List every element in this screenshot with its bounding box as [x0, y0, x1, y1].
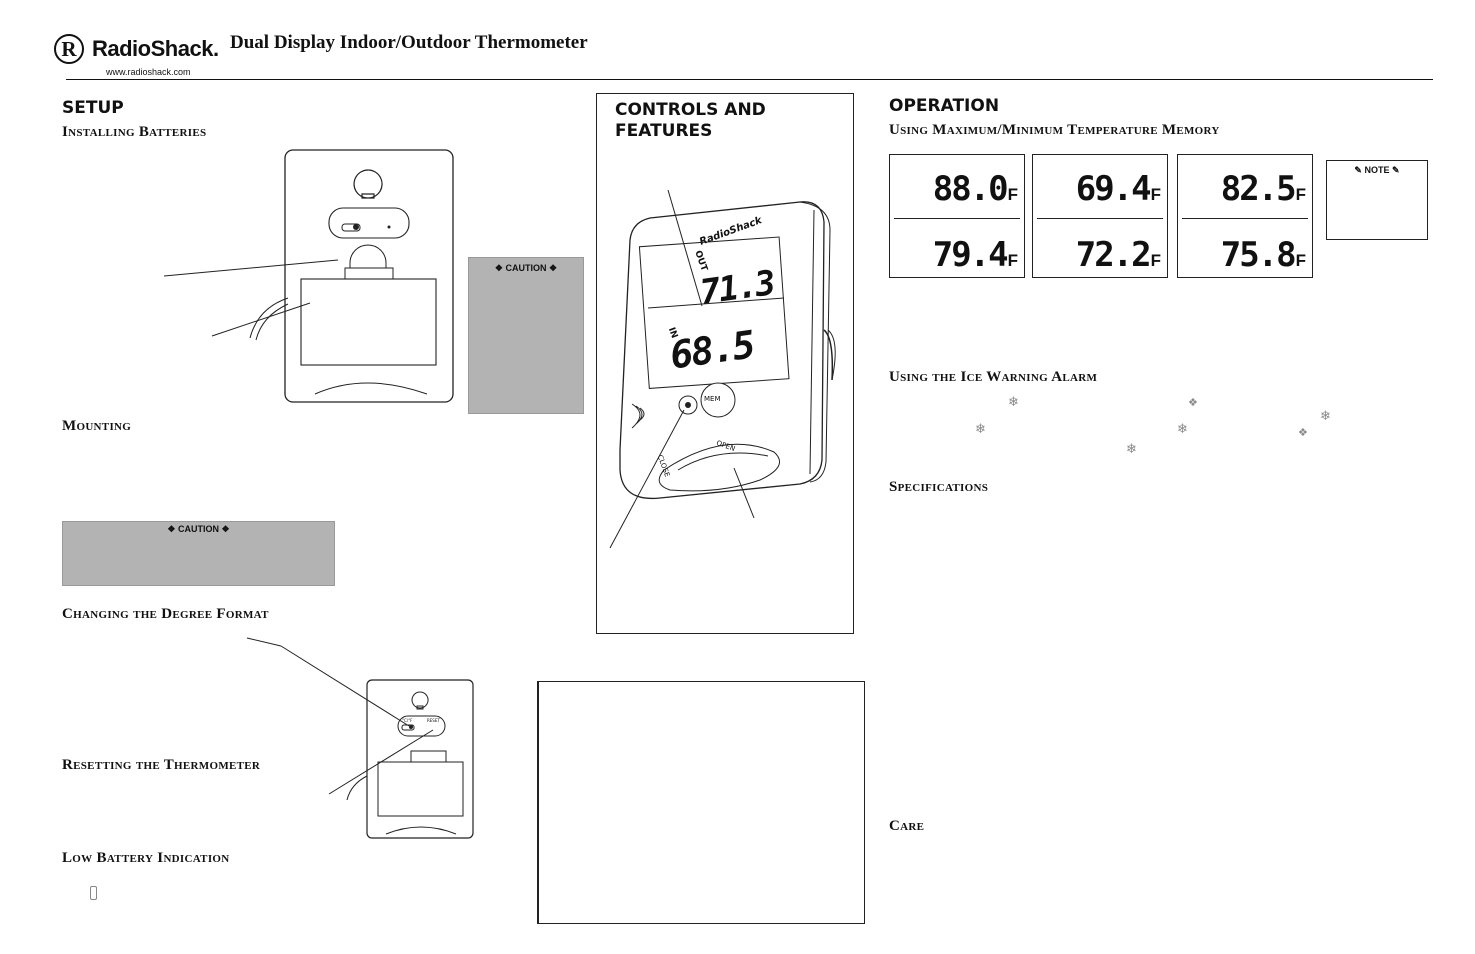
- caution-box-batteries: ❖ CAUTION ❖: [468, 257, 584, 414]
- setup-title: SETUP: [62, 98, 124, 118]
- memory-display-top: 82.5F: [1220, 169, 1306, 209]
- memory-divider: [1182, 218, 1308, 219]
- warning-icon: ❖: [494, 263, 503, 273]
- note-label: ✎ NOTE ✎: [1354, 165, 1400, 175]
- max-min-heading: Using Maximum/Minimum Temperature Memory: [889, 122, 1220, 138]
- battery-icon: [90, 886, 97, 900]
- memory-divider: [1037, 218, 1163, 219]
- controls-title-line2: FEATURES: [615, 121, 713, 141]
- small-device-illustration: °C/°F RESET: [246, 636, 477, 841]
- warning-icon: ❖: [549, 263, 558, 273]
- specifications-heading: Specifications: [889, 479, 989, 495]
- snowflake-icon: ❄: [1177, 422, 1188, 437]
- snowflake-icon: ❄: [1126, 442, 1137, 457]
- snowflake-icon: ❄: [975, 422, 986, 437]
- small-reset-label: RESET: [427, 718, 440, 723]
- memory-display-top: 69.4F: [1075, 169, 1161, 209]
- logo-reg: .: [212, 36, 219, 61]
- small-switch-label: °C/°F: [402, 718, 413, 723]
- logo-brand-text: RadioShack: [92, 36, 213, 61]
- operation-title: OPERATION: [889, 96, 1000, 116]
- memory-display-bottom: 75.8F: [1220, 235, 1306, 275]
- note-icon: ✎: [1354, 165, 1362, 175]
- installing-batteries-heading: Installing Batteries: [62, 124, 207, 140]
- caution-box-mounting: ❖ CAUTION ❖: [62, 521, 335, 586]
- thermometer-illustration: [609, 189, 836, 549]
- care-heading: Care: [889, 818, 925, 834]
- header-rule: [66, 79, 1433, 80]
- memory-display-3: 82.5F 75.8F: [1177, 154, 1313, 278]
- logo-r-mark: R: [54, 34, 84, 64]
- mounting-heading: Mounting: [62, 418, 132, 434]
- battery-compartment-illustration: [163, 149, 454, 403]
- mem-button[interactable]: MEM: [704, 395, 721, 403]
- memory-display-bottom: 79.4F: [932, 235, 1018, 275]
- warning-icon: ❖: [1188, 396, 1198, 409]
- ice-warning-heading: Using the Ice Warning Alarm: [889, 369, 1098, 385]
- controls-title-line1: CONTROLS AND: [615, 100, 766, 120]
- warning-icon: ❖: [221, 524, 230, 534]
- caution-label-2: ❖ CAUTION ❖: [167, 524, 230, 534]
- reset-button[interactable]: [680, 396, 696, 412]
- controls-features-panel: CONTROLS AND FEATURES: [596, 93, 854, 634]
- changing-degree-heading: Changing the Degree Format: [62, 606, 269, 622]
- note-box: ✎ NOTE ✎: [1326, 160, 1428, 240]
- memory-display-bottom: 72.2F: [1075, 235, 1161, 275]
- logo-brand: RadioShack.: [92, 36, 219, 62]
- snowflake-icon: ❄: [1320, 409, 1331, 424]
- text-box: [537, 681, 865, 924]
- memory-divider: [894, 218, 1020, 219]
- low-battery-heading: Low Battery Indication: [62, 850, 230, 866]
- memory-display-2: 69.4F 72.2F: [1032, 154, 1168, 278]
- memory-display-1: 88.0F 79.4F: [889, 154, 1025, 278]
- controls-title: CONTROLS AND FEATURES: [615, 100, 766, 142]
- warning-icon: ❖: [1298, 426, 1308, 439]
- caution-label-1: ❖ CAUTION ❖: [494, 263, 558, 273]
- logo-url: www.radioshack.com: [106, 67, 191, 77]
- header: R RadioShack. www.radioshack.com Dual Di…: [54, 30, 1434, 80]
- memory-display-top: 88.0F: [932, 169, 1018, 209]
- page-title: Dual Display Indoor/Outdoor Thermometer: [230, 32, 588, 53]
- snowflake-icon: ❄: [1008, 395, 1019, 410]
- resetting-heading: Resetting the Thermometer: [62, 757, 261, 773]
- note-icon: ✎: [1392, 165, 1400, 175]
- warning-icon: ❖: [167, 524, 176, 534]
